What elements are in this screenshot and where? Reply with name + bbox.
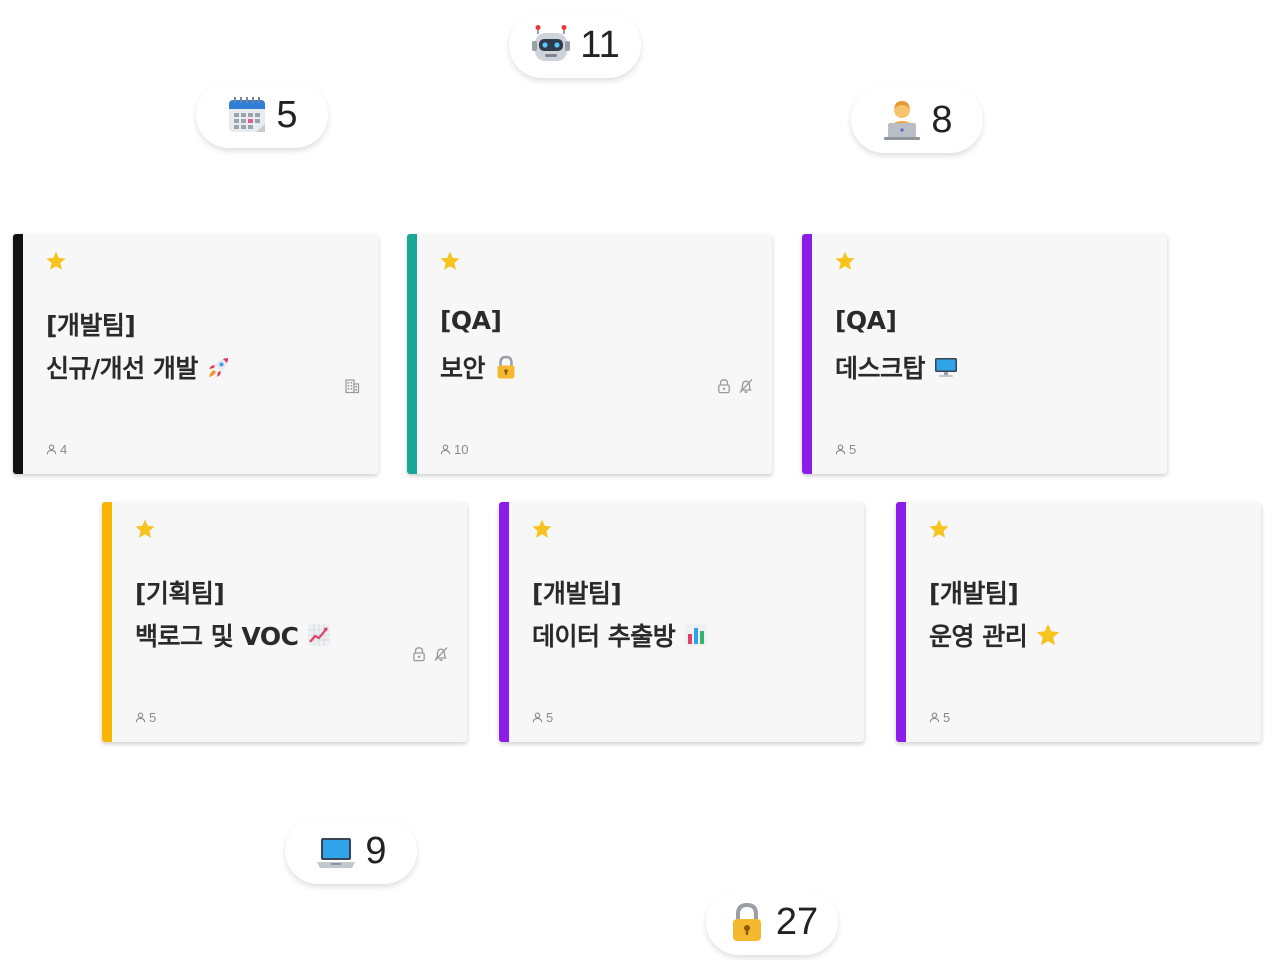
person-icon <box>135 712 146 723</box>
person-icon <box>440 444 451 455</box>
star-icon[interactable] <box>134 518 156 540</box>
card-accent-bar <box>499 502 509 742</box>
member-count-value: 5 <box>849 442 857 457</box>
channel-card[interactable]: [개발팀] 신규/개선 개발 4 <box>13 234 378 474</box>
person-icon <box>835 444 846 455</box>
technologist-icon <box>881 99 923 141</box>
member-count-value: 5 <box>943 710 951 725</box>
card-accent-bar <box>896 502 906 742</box>
badge-count: 8 <box>931 99 953 141</box>
card-title-text: 보안 <box>440 354 486 383</box>
card-accent-bar <box>13 234 23 474</box>
rocket-icon <box>206 354 232 380</box>
chart-increasing-icon <box>306 622 332 648</box>
card-flags <box>411 646 449 662</box>
channel-card[interactable]: [개발팀] 데이터 추출방 5 <box>499 502 864 742</box>
star-icon[interactable] <box>439 250 461 272</box>
lock-icon <box>716 378 732 394</box>
channel-card[interactable]: [QA] 보안 10 <box>407 234 772 474</box>
building-icon <box>344 378 360 394</box>
badge-lock[interactable]: 27 <box>706 889 838 955</box>
card-team: [개발팀] <box>46 311 136 340</box>
card-team: [QA] <box>835 306 897 335</box>
bar-chart-icon <box>683 622 709 648</box>
channel-card[interactable]: [QA] 데스크탑 5 <box>802 234 1167 474</box>
card-title: 보안 <box>440 349 519 385</box>
star-icon[interactable] <box>834 250 856 272</box>
member-count: 5 <box>835 442 856 457</box>
card-flags <box>344 378 360 394</box>
star-icon[interactable] <box>45 250 67 272</box>
card-team: [개발팀] <box>532 579 622 608</box>
lock-icon <box>411 646 427 662</box>
member-count: 4 <box>46 442 67 457</box>
member-count-value: 5 <box>546 710 554 725</box>
member-count: 5 <box>135 710 156 725</box>
card-flags <box>716 378 754 394</box>
calendar-icon <box>226 94 268 136</box>
card-team: [개발팀] <box>929 579 1019 608</box>
badge-count: 27 <box>775 901 819 943</box>
card-team: [기획팀] <box>135 579 225 608</box>
card-title: 데이터 추출방 <box>532 617 709 653</box>
person-icon <box>929 712 940 723</box>
bell-off-icon <box>433 646 449 662</box>
card-team: [QA] <box>440 306 502 335</box>
badge-count: 9 <box>365 830 387 872</box>
card-title-text: 백로그 및 VOC <box>135 622 299 651</box>
badge-calendar[interactable]: 5 <box>196 82 328 148</box>
card-accent-bar <box>102 502 112 742</box>
badge-count: 5 <box>276 94 298 136</box>
member-count-value: 5 <box>149 710 157 725</box>
card-title-text: 데스크탑 <box>835 354 926 383</box>
robot-icon <box>530 24 572 66</box>
badge-technologist[interactable]: 8 <box>851 87 983 153</box>
person-icon <box>46 444 57 455</box>
card-accent-bar <box>407 234 417 474</box>
member-count-value: 10 <box>454 442 469 457</box>
card-title-text: 운영 관리 <box>929 622 1028 651</box>
card-title: 신규/개선 개발 <box>46 349 232 385</box>
desktop-icon <box>933 354 959 380</box>
person-icon <box>532 712 543 723</box>
member-count: 10 <box>440 442 468 457</box>
badge-laptop[interactable]: 9 <box>285 818 417 884</box>
star-icon[interactable] <box>928 518 950 540</box>
badge-robot[interactable]: 11 <box>509 12 641 78</box>
card-title: 백로그 및 VOC <box>135 617 332 653</box>
lock-icon <box>726 901 768 943</box>
member-count: 5 <box>929 710 950 725</box>
star-icon[interactable] <box>531 518 553 540</box>
badge-count: 11 <box>580 24 620 66</box>
bell-off-icon <box>738 378 754 394</box>
lock-icon <box>493 354 519 380</box>
star-icon <box>1035 622 1061 648</box>
card-title-text: 데이터 추출방 <box>532 622 676 651</box>
card-title: 운영 관리 <box>929 617 1061 653</box>
member-count-value: 4 <box>60 442 68 457</box>
member-count: 5 <box>532 710 553 725</box>
channel-card[interactable]: [기획팀] 백로그 및 VOC 5 <box>102 502 467 742</box>
card-title: 데스크탑 <box>835 349 959 385</box>
laptop-icon <box>315 830 357 872</box>
channel-card[interactable]: [개발팀] 운영 관리 5 <box>896 502 1261 742</box>
card-accent-bar <box>802 234 812 474</box>
card-title-text: 신규/개선 개발 <box>46 354 198 383</box>
